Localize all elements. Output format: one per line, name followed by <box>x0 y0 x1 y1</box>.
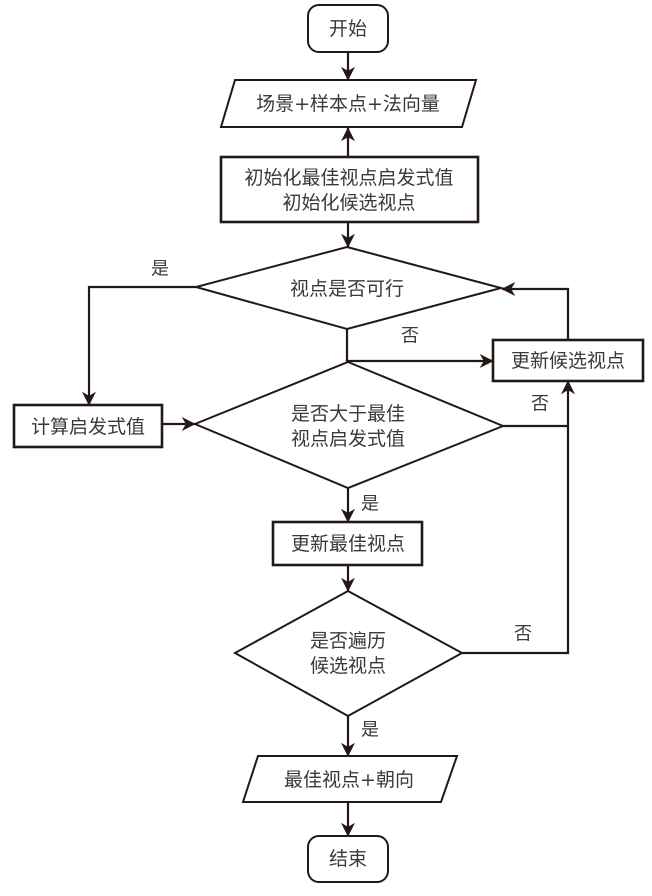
node-update-candidate: 更新候选视点 <box>491 338 645 383</box>
edge-feasible-yes-to-calc <box>82 285 196 406</box>
node-output: 最佳视点+朝向 <box>241 755 459 803</box>
node-init-line-1: 初始化最佳视点启发式值 <box>244 167 453 189</box>
node-init: 初始化最佳视点启发式值 初始化候选视点 <box>219 155 480 224</box>
edge-label-feasible-yes: 是 <box>151 259 169 280</box>
node-calc: 计算启发式值 <box>12 403 164 449</box>
edge-update-candidate-to-feasible <box>501 282 570 340</box>
edge-label-traversed-no: 否 <box>514 624 532 645</box>
edge-label-compare-no: 否 <box>531 394 549 415</box>
node-update-best-label: 更新最佳视点 <box>291 533 405 555</box>
node-calc-label: 计算启发式值 <box>31 416 145 438</box>
edge-traversed-no-to-update-candidate <box>462 380 575 655</box>
node-traversed-line-2: 候选视点 <box>310 655 386 677</box>
edge-label-feasible-no: 否 <box>401 326 419 347</box>
node-input: 场景+样本点+法向量 <box>219 79 478 128</box>
node-end-label: 结束 <box>329 848 367 870</box>
edge-label-compare-yes: 是 <box>361 494 379 515</box>
node-compare-line-1: 是否大于最佳 <box>291 403 405 425</box>
node-input-label: 场景+样本点+法向量 <box>256 93 440 115</box>
node-update-candidate-label: 更新候选视点 <box>511 350 625 372</box>
edge-feasible-no-to-update-candidate <box>345 329 494 368</box>
edge-label-traversed-yes: 是 <box>361 720 379 741</box>
node-start: 开始 <box>307 4 389 53</box>
node-traversed: 是否遍历 候选视点 <box>232 589 465 718</box>
node-init-line-2: 初始化候选视点 <box>282 192 415 214</box>
node-start-label: 开始 <box>329 18 367 40</box>
node-traversed-line-1: 是否遍历 <box>310 630 386 652</box>
node-feasible: 视点是否可行 <box>192 245 505 331</box>
node-feasible-label: 视点是否可行 <box>290 278 404 300</box>
node-end: 结束 <box>307 835 389 883</box>
edges <box>82 52 575 837</box>
node-compare-line-2: 视点启发式值 <box>291 428 405 450</box>
node-update-best: 更新最佳视点 <box>271 520 424 567</box>
node-compare: 是否大于最佳 视点启发式值 <box>192 360 506 490</box>
node-output-label: 最佳视点+朝向 <box>284 769 414 791</box>
